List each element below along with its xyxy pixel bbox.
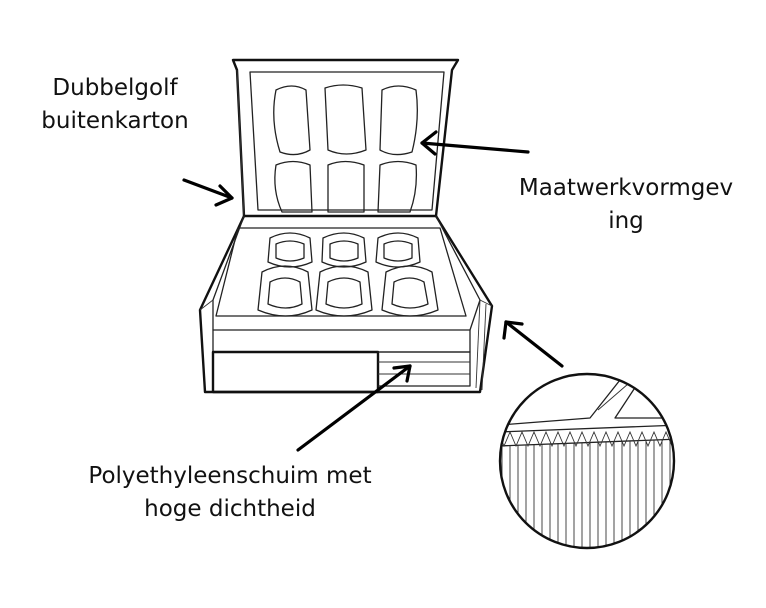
insert-cavity-row xyxy=(267,232,421,268)
custom-design-label-line2: ing xyxy=(608,208,644,234)
magnifier-detail-icon xyxy=(498,372,676,550)
outer-box-label: Dubbelgolf buitenkarton xyxy=(22,72,208,138)
arrow-icon xyxy=(420,130,530,156)
lid xyxy=(231,58,460,218)
lid-cavity xyxy=(274,160,313,213)
custom-design-label: Maatwerkvormgev ing xyxy=(498,172,754,238)
lid-cavity xyxy=(273,85,311,156)
outer-box-label-line2: buitenkarton xyxy=(41,108,189,134)
drawer-front xyxy=(211,350,380,394)
lid-cavity xyxy=(324,84,367,155)
lid-cavity xyxy=(377,160,418,213)
arrow-icon xyxy=(502,320,564,368)
arrow-icon xyxy=(182,178,234,207)
lid-cavity xyxy=(327,160,365,213)
arrow-icon xyxy=(296,364,412,452)
foam-label-line1: Polyethyleenschuim met xyxy=(88,463,372,489)
box-base xyxy=(198,214,494,394)
foam-label: Polyethyleenschuim met hoge dichtheid xyxy=(72,460,388,526)
outer-box-label-line1: Dubbelgolf xyxy=(52,75,178,101)
foam-label-line2: hoge dichtheid xyxy=(144,496,316,522)
insert-cavity-row xyxy=(257,265,439,317)
lid-cavity xyxy=(379,85,418,156)
custom-design-label-line1: Maatwerkvormgev xyxy=(518,175,734,201)
